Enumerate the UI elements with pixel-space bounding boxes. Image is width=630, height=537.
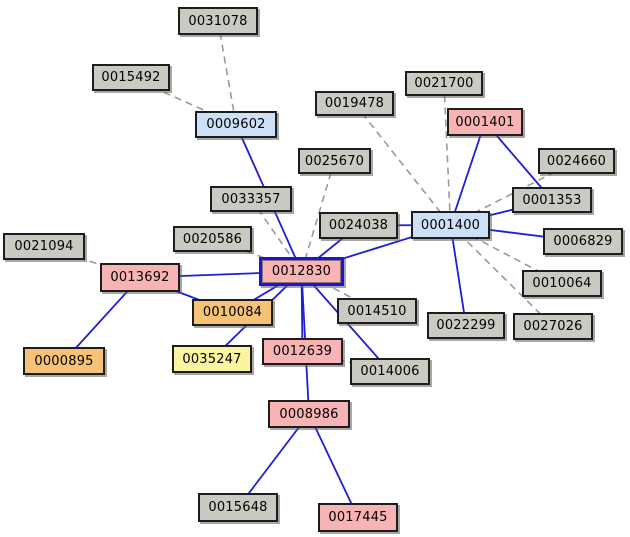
node-0017445[interactable]: 0017445 [318,503,398,532]
node-0024660[interactable]: 0024660 [538,148,615,174]
node-0033357[interactable]: 0033357 [210,186,292,212]
node-0001353[interactable]: 0001353 [512,187,592,213]
node-0015648[interactable]: 0015648 [198,493,278,522]
edge-0031078-0009602-dashed [217,20,237,125]
node-0000895[interactable]: 0000895 [23,347,105,375]
node-0014006[interactable]: 0014006 [350,358,430,385]
edge-0001400-0027026-dashed [449,224,554,328]
node-0024038[interactable]: 0024038 [319,212,398,239]
node-0025670[interactable]: 0025670 [298,148,371,174]
node-0019478[interactable]: 0019478 [315,91,394,116]
node-0021094[interactable]: 0021094 [3,233,85,260]
node-0020586[interactable]: 0020586 [173,226,252,252]
node-0035247[interactable]: 0035247 [172,345,252,373]
node-0015492[interactable]: 0015492 [92,64,170,91]
edge-0008986-0017445-solid [308,413,359,518]
node-0027026[interactable]: 0027026 [513,313,593,340]
edge-0021700-0001400-dashed [443,83,452,226]
edge-0001400-0010064-dashed [450,224,563,285]
node-0006829[interactable]: 0006829 [543,228,623,255]
node-0012830[interactable]: 0012830 [259,257,344,286]
node-0010084[interactable]: 0010084 [192,299,273,326]
node-0031078[interactable]: 0031078 [178,7,258,35]
node-0022299[interactable]: 0022299 [427,312,505,339]
node-0001400[interactable]: 0001400 [411,211,490,239]
edge-0001400-0022299-solid [449,224,467,326]
node-0008986[interactable]: 0008986 [268,400,350,428]
edge-0008986-0015648-solid [237,413,310,509]
edge-0025670-0012830-dashed [300,160,336,272]
node-0012639[interactable]: 0012639 [262,338,343,365]
node-0014510[interactable]: 0014510 [337,298,417,324]
node-0010064[interactable]: 0010064 [522,270,602,297]
node-0021700[interactable]: 0021700 [405,71,483,96]
edge-0001400-0001401-solid [449,121,486,226]
node-0009602[interactable]: 0009602 [195,111,277,138]
node-0013692[interactable]: 0013692 [100,263,180,292]
edge-0019478-0001400-dashed [353,103,452,226]
node-0001401[interactable]: 0001401 [447,108,523,136]
